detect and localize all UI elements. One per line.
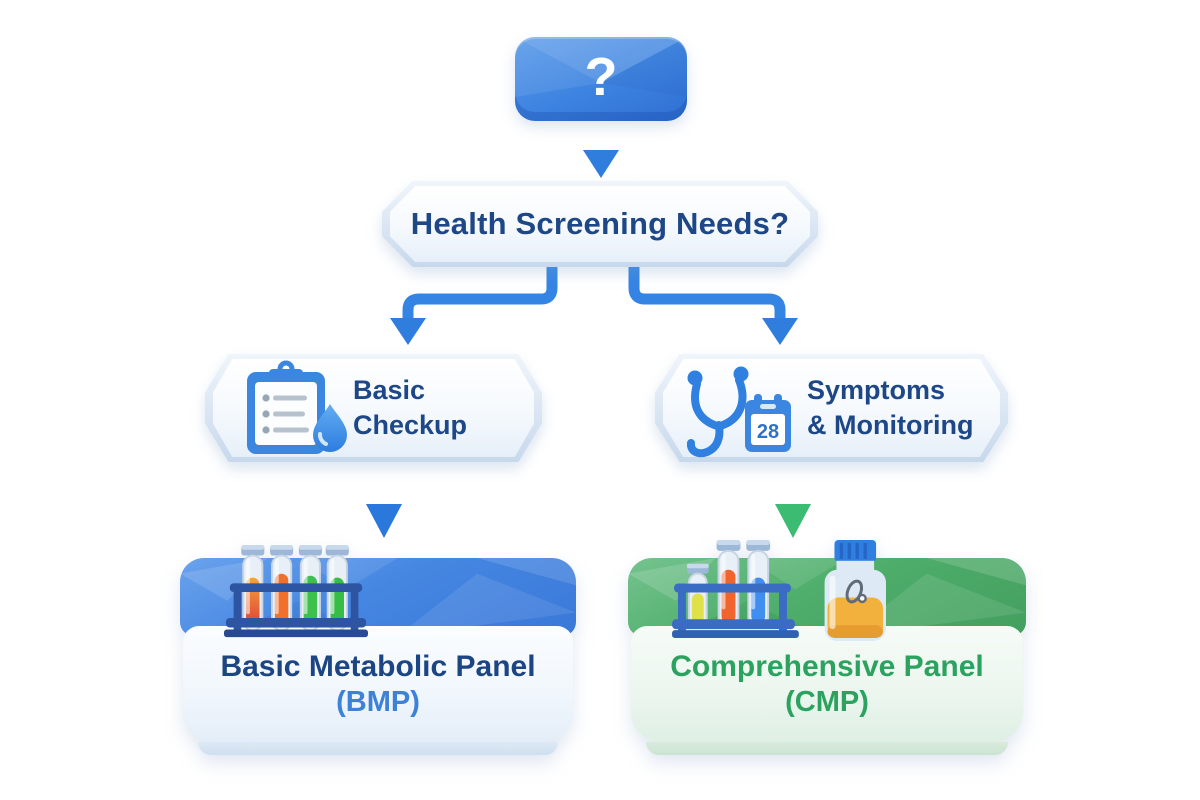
basic-checkup-label: Basic Checkup [353,373,467,443]
bmp-code: (BMP) [336,686,420,718]
basic-checkup-label-line1: Basic [353,375,426,405]
facet-decoration [515,37,687,97]
blood-drop-icon [313,404,347,452]
symptoms-label-line1: Symptoms [807,375,946,405]
bmp-bottom-bevel [198,742,558,755]
test-tube-rack-icon [672,540,799,639]
connector-symptoms-to-cmp [775,450,811,538]
symptoms-label-line2: & Monitoring [807,410,974,440]
clipboard-icon [247,360,325,454]
decision-label: Health Screening Needs? [410,206,790,241]
stethoscope-icon [686,366,749,458]
arrowhead-down-icon [366,504,402,538]
arrowhead-down-icon [775,504,811,538]
symptoms-monitoring-node: 28 Symptoms & Monitoring [655,354,1008,462]
connector-decision-to-symptoms [628,250,798,345]
clipboard-illustration [247,360,347,454]
connector-decision-to-basic [390,250,558,345]
calendar-icon: 28 [745,394,791,452]
pill-label-icon [845,579,867,604]
bmp-outcome-node: Basic Metabolic Panel (BMP) [180,545,576,755]
rack-frame [672,583,799,639]
bmp-label-panel: Basic Metabolic Panel (BMP) [183,626,573,742]
arrowhead-down-icon [762,318,798,345]
calendar-day: 28 [757,421,779,443]
symptoms-monitoring-label: Symptoms & Monitoring [807,373,973,443]
medicine-bottle-icon [824,540,886,642]
decision-node: Health Screening Needs? [382,181,818,267]
cmp-code: (CMP) [785,686,869,718]
test-tube-rack-icon [224,545,368,638]
root-question-node: ? [515,37,687,121]
basic-checkup-node: Basic Checkup [205,354,542,462]
question-mark-icon: ? [584,47,618,107]
basic-checkup-label-line2: Checkup [353,410,468,440]
connector-root-to-decision [583,110,619,178]
arrowhead-down-icon [390,318,426,345]
symptoms-illustration: 28 [686,366,791,458]
connector-basic-to-bmp [366,450,402,538]
bmp-title: Basic Metabolic Panel [220,650,536,683]
cmp-outcome-node: Comprehensive Panel (CMP) [628,540,1026,755]
cmp-label-panel: Comprehensive Panel (CMP) [631,626,1023,742]
cmp-bottom-bevel [646,742,1008,755]
cmp-illustration [672,540,886,642]
arrowhead-down-icon [583,150,619,178]
node-face [390,186,810,262]
cmp-title: Comprehensive Panel [670,650,984,683]
rack-frame [224,583,368,638]
